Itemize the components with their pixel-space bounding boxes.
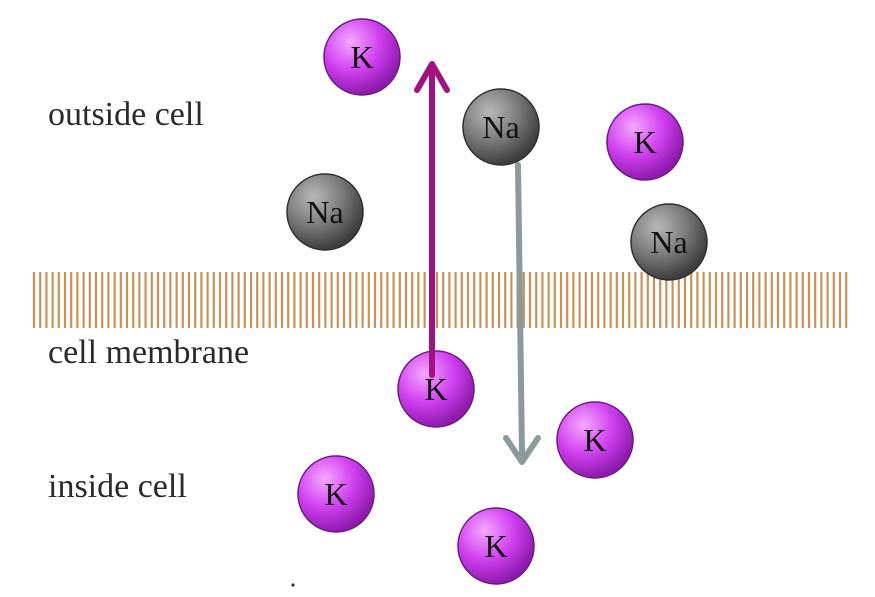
svg-text:K: K bbox=[583, 422, 606, 458]
svg-text:Na: Na bbox=[306, 194, 343, 230]
potassium-ion: K bbox=[606, 103, 684, 181]
svg-text:K: K bbox=[484, 528, 507, 564]
inside-cell-label: inside cell bbox=[48, 468, 187, 505]
potassium-ion: K bbox=[297, 455, 375, 533]
svg-text:K: K bbox=[350, 39, 373, 75]
potassium-ion: K bbox=[397, 350, 475, 428]
stray-dot bbox=[291, 583, 295, 587]
sodium-arrow bbox=[503, 162, 541, 465]
svg-text:K: K bbox=[324, 476, 347, 512]
svg-text:Na: Na bbox=[650, 224, 687, 260]
potassium-ion: K bbox=[457, 507, 535, 585]
potassium-arrow bbox=[414, 61, 450, 378]
sodium-ion: Na bbox=[630, 203, 708, 281]
sodium-ion: Na bbox=[286, 173, 364, 251]
svg-text:K: K bbox=[633, 124, 656, 160]
svg-text:Na: Na bbox=[482, 109, 519, 145]
outside-cell-label: outside cell bbox=[48, 96, 204, 133]
sodium-ion: Na bbox=[462, 88, 540, 166]
cell-membrane-label: cell membrane bbox=[48, 334, 250, 371]
potassium-ion: K bbox=[556, 401, 634, 479]
cell-membrane bbox=[32, 272, 848, 328]
svg-text:K: K bbox=[424, 371, 447, 407]
potassium-ion: K bbox=[323, 18, 401, 96]
